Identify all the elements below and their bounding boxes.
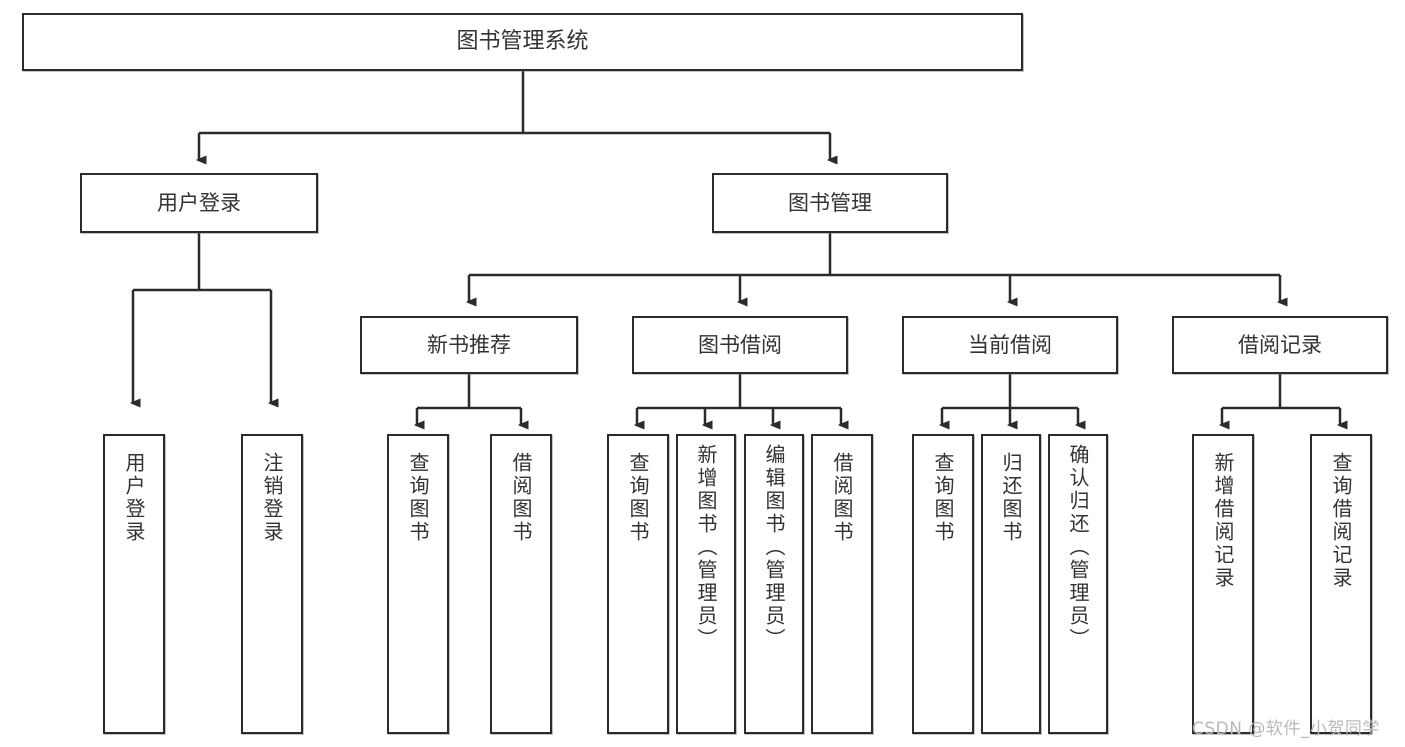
node-current-borrow[interactable]: 当前借阅 <box>902 316 1118 374</box>
node-label: 用户登录 <box>122 452 146 544</box>
node-label: 确认归还（管理员） <box>1066 444 1090 651</box>
leaf-book-borrow-query[interactable]: 查询图书 <box>607 434 669 734</box>
node-borrow-record[interactable]: 借阅记录 <box>1172 316 1388 374</box>
leaf-book-borrow-borrow[interactable]: 借阅图书 <box>811 434 873 734</box>
leaf-book-borrow-edit[interactable]: 编辑图书（管理员） <box>744 434 804 734</box>
node-book-management[interactable]: 图书管理 <box>712 173 948 233</box>
node-label: 归还图书 <box>999 452 1023 544</box>
leaf-current-borrow-confirm-return[interactable]: 确认归还（管理员） <box>1048 434 1108 734</box>
node-label: 借阅记录 <box>1238 332 1322 357</box>
node-label: 图书管理系统 <box>456 29 589 55</box>
node-label: 新书推荐 <box>427 332 511 357</box>
node-label: 新增图书（管理员） <box>694 444 718 651</box>
leaf-current-borrow-return[interactable]: 归还图书 <box>981 434 1041 734</box>
node-label: 新增借阅记录 <box>1211 452 1235 590</box>
leaf-user-login-login[interactable]: 用户登录 <box>103 434 165 734</box>
node-user-login[interactable]: 用户登录 <box>80 173 318 233</box>
node-root-system[interactable]: 图书管理系统 <box>22 13 1023 71</box>
csdn-watermark: CSDN @软件_小贺同学 <box>1192 719 1380 739</box>
node-label: 查询图书 <box>931 452 955 544</box>
leaf-borrow-record-query[interactable]: 查询借阅记录 <box>1310 434 1372 734</box>
node-label: 查询借阅记录 <box>1329 452 1353 590</box>
leaf-user-login-logout[interactable]: 注销登录 <box>241 434 303 734</box>
node-label: 查询图书 <box>406 452 430 544</box>
node-label: 借阅图书 <box>830 452 854 544</box>
node-label: 当前借阅 <box>968 332 1052 357</box>
leaf-book-borrow-add[interactable]: 新增图书（管理员） <box>676 434 736 734</box>
node-label: 图书借阅 <box>698 332 782 357</box>
node-label: 借阅图书 <box>509 452 533 544</box>
leaf-new-book-query[interactable]: 查询图书 <box>387 434 449 734</box>
leaf-current-borrow-query[interactable]: 查询图书 <box>912 434 974 734</box>
node-book-borrow[interactable]: 图书借阅 <box>632 316 848 374</box>
node-label: 注销登录 <box>260 452 284 544</box>
node-new-book-recommend[interactable]: 新书推荐 <box>360 316 578 374</box>
node-label: 用户登录 <box>157 190 241 215</box>
node-label: 图书管理 <box>788 190 872 215</box>
node-label: 编辑图书（管理员） <box>762 444 786 651</box>
leaf-borrow-record-add[interactable]: 新增借阅记录 <box>1192 434 1254 734</box>
node-label: 查询图书 <box>626 452 650 544</box>
leaf-new-book-borrow[interactable]: 借阅图书 <box>490 434 552 734</box>
